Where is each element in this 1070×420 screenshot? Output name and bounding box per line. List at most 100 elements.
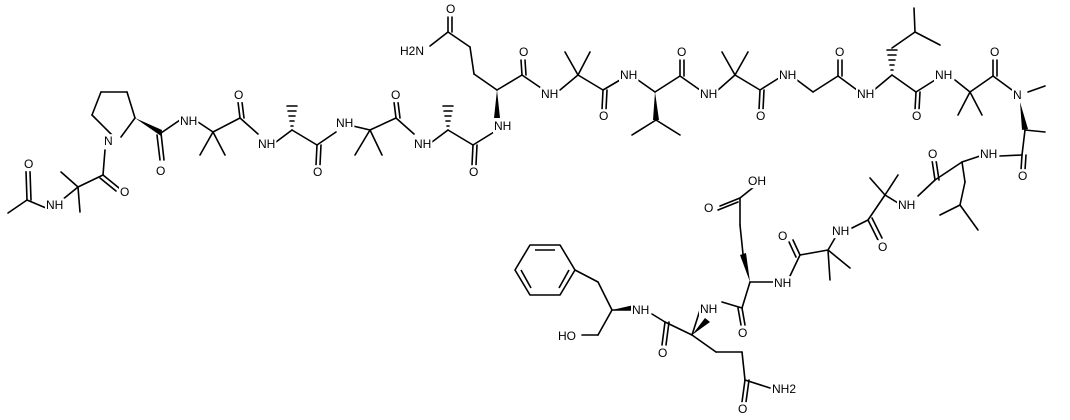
atom-label-backing <box>657 346 669 361</box>
atom-label-backing <box>703 201 715 216</box>
atom-label: O <box>778 229 787 243</box>
bond <box>957 91 971 116</box>
bond <box>120 117 136 138</box>
atom-label: NH <box>46 198 63 212</box>
atom-label: O <box>738 326 747 340</box>
atom-label-backing <box>45 198 65 213</box>
atom-label-backing <box>179 114 199 129</box>
atom-label: NH <box>336 116 353 130</box>
bond <box>969 75 994 93</box>
bond <box>891 31 916 49</box>
atom-label-backing <box>413 137 433 152</box>
atom-label-backing <box>747 174 767 189</box>
bond <box>717 74 736 91</box>
bond <box>637 79 656 93</box>
atom-label: O <box>658 346 667 360</box>
bond <box>792 239 801 256</box>
bond <box>799 249 829 256</box>
bond <box>969 91 983 116</box>
atom-label-backing <box>619 68 639 83</box>
atom-label-backing <box>518 45 530 60</box>
bond <box>827 249 851 269</box>
atom-label-backing <box>834 45 846 60</box>
bond <box>788 241 797 258</box>
bond <box>61 186 79 201</box>
stereo-wedge <box>740 253 750 282</box>
bond <box>739 224 744 255</box>
bond <box>745 379 750 403</box>
stereo-hash <box>886 49 898 71</box>
bond <box>447 31 471 48</box>
atom-label: N <box>1013 88 1022 102</box>
stereo-wedge <box>494 90 500 118</box>
bond <box>992 75 1013 91</box>
bond <box>26 199 47 209</box>
bond <box>1024 154 1027 171</box>
bond <box>959 204 979 231</box>
bond <box>601 89 604 111</box>
bond <box>354 129 371 156</box>
bond <box>914 91 917 111</box>
bond <box>316 131 337 146</box>
bond <box>275 129 293 143</box>
bond <box>602 79 621 91</box>
bond <box>884 194 899 204</box>
bond <box>473 73 498 91</box>
atom-label: NH <box>414 137 431 151</box>
atom-label-backing <box>831 224 851 239</box>
bond <box>741 379 746 403</box>
bond <box>91 114 113 136</box>
bond <box>212 131 226 156</box>
atom-label: O <box>835 45 844 59</box>
atom-label: N <box>104 134 113 148</box>
atom-label-backing <box>755 109 767 124</box>
bond <box>369 117 397 131</box>
bond <box>469 46 475 75</box>
bond <box>651 313 666 323</box>
atom-label: O <box>756 109 765 123</box>
bond <box>520 59 523 76</box>
atom-label: O <box>446 2 455 16</box>
bond <box>521 74 542 89</box>
bond <box>631 119 657 136</box>
stereo-hash <box>442 105 454 127</box>
bond <box>918 91 921 111</box>
bond <box>719 197 741 207</box>
bond <box>961 161 966 183</box>
atom-label-backing <box>877 240 889 255</box>
atom-label: NH <box>779 68 796 82</box>
bond <box>914 31 941 46</box>
bond <box>884 174 899 196</box>
atom-label-backing <box>493 119 513 134</box>
bond <box>851 219 869 229</box>
bond <box>319 144 322 166</box>
bond <box>1024 129 1046 133</box>
bond <box>679 75 701 91</box>
bond <box>25 170 28 201</box>
atom-label-layer: O NH O N O NH O NH O NH O NH O NH O H2N … <box>23 2 1029 417</box>
bond <box>77 174 104 188</box>
bond <box>29 170 32 201</box>
atom-label: O <box>878 240 887 254</box>
bond <box>577 51 591 76</box>
atom-label: O <box>677 45 686 59</box>
bond <box>558 269 570 289</box>
atom-label-backing <box>778 68 798 83</box>
bond <box>959 181 966 206</box>
bond <box>431 129 449 143</box>
atom-label: O <box>704 201 713 215</box>
atom-label: O <box>234 88 243 102</box>
bond <box>721 51 736 76</box>
bond <box>126 91 136 119</box>
bond <box>827 249 831 281</box>
atom-label-backing <box>737 326 749 341</box>
atom-label: NH <box>935 68 952 82</box>
atom-label-backing <box>911 109 923 124</box>
bond <box>597 281 613 311</box>
bond <box>397 101 401 119</box>
bond <box>475 144 478 166</box>
bond <box>472 131 495 146</box>
bond <box>871 217 883 239</box>
bond-layer <box>7 7 1046 403</box>
atom-label-backing <box>557 329 577 344</box>
